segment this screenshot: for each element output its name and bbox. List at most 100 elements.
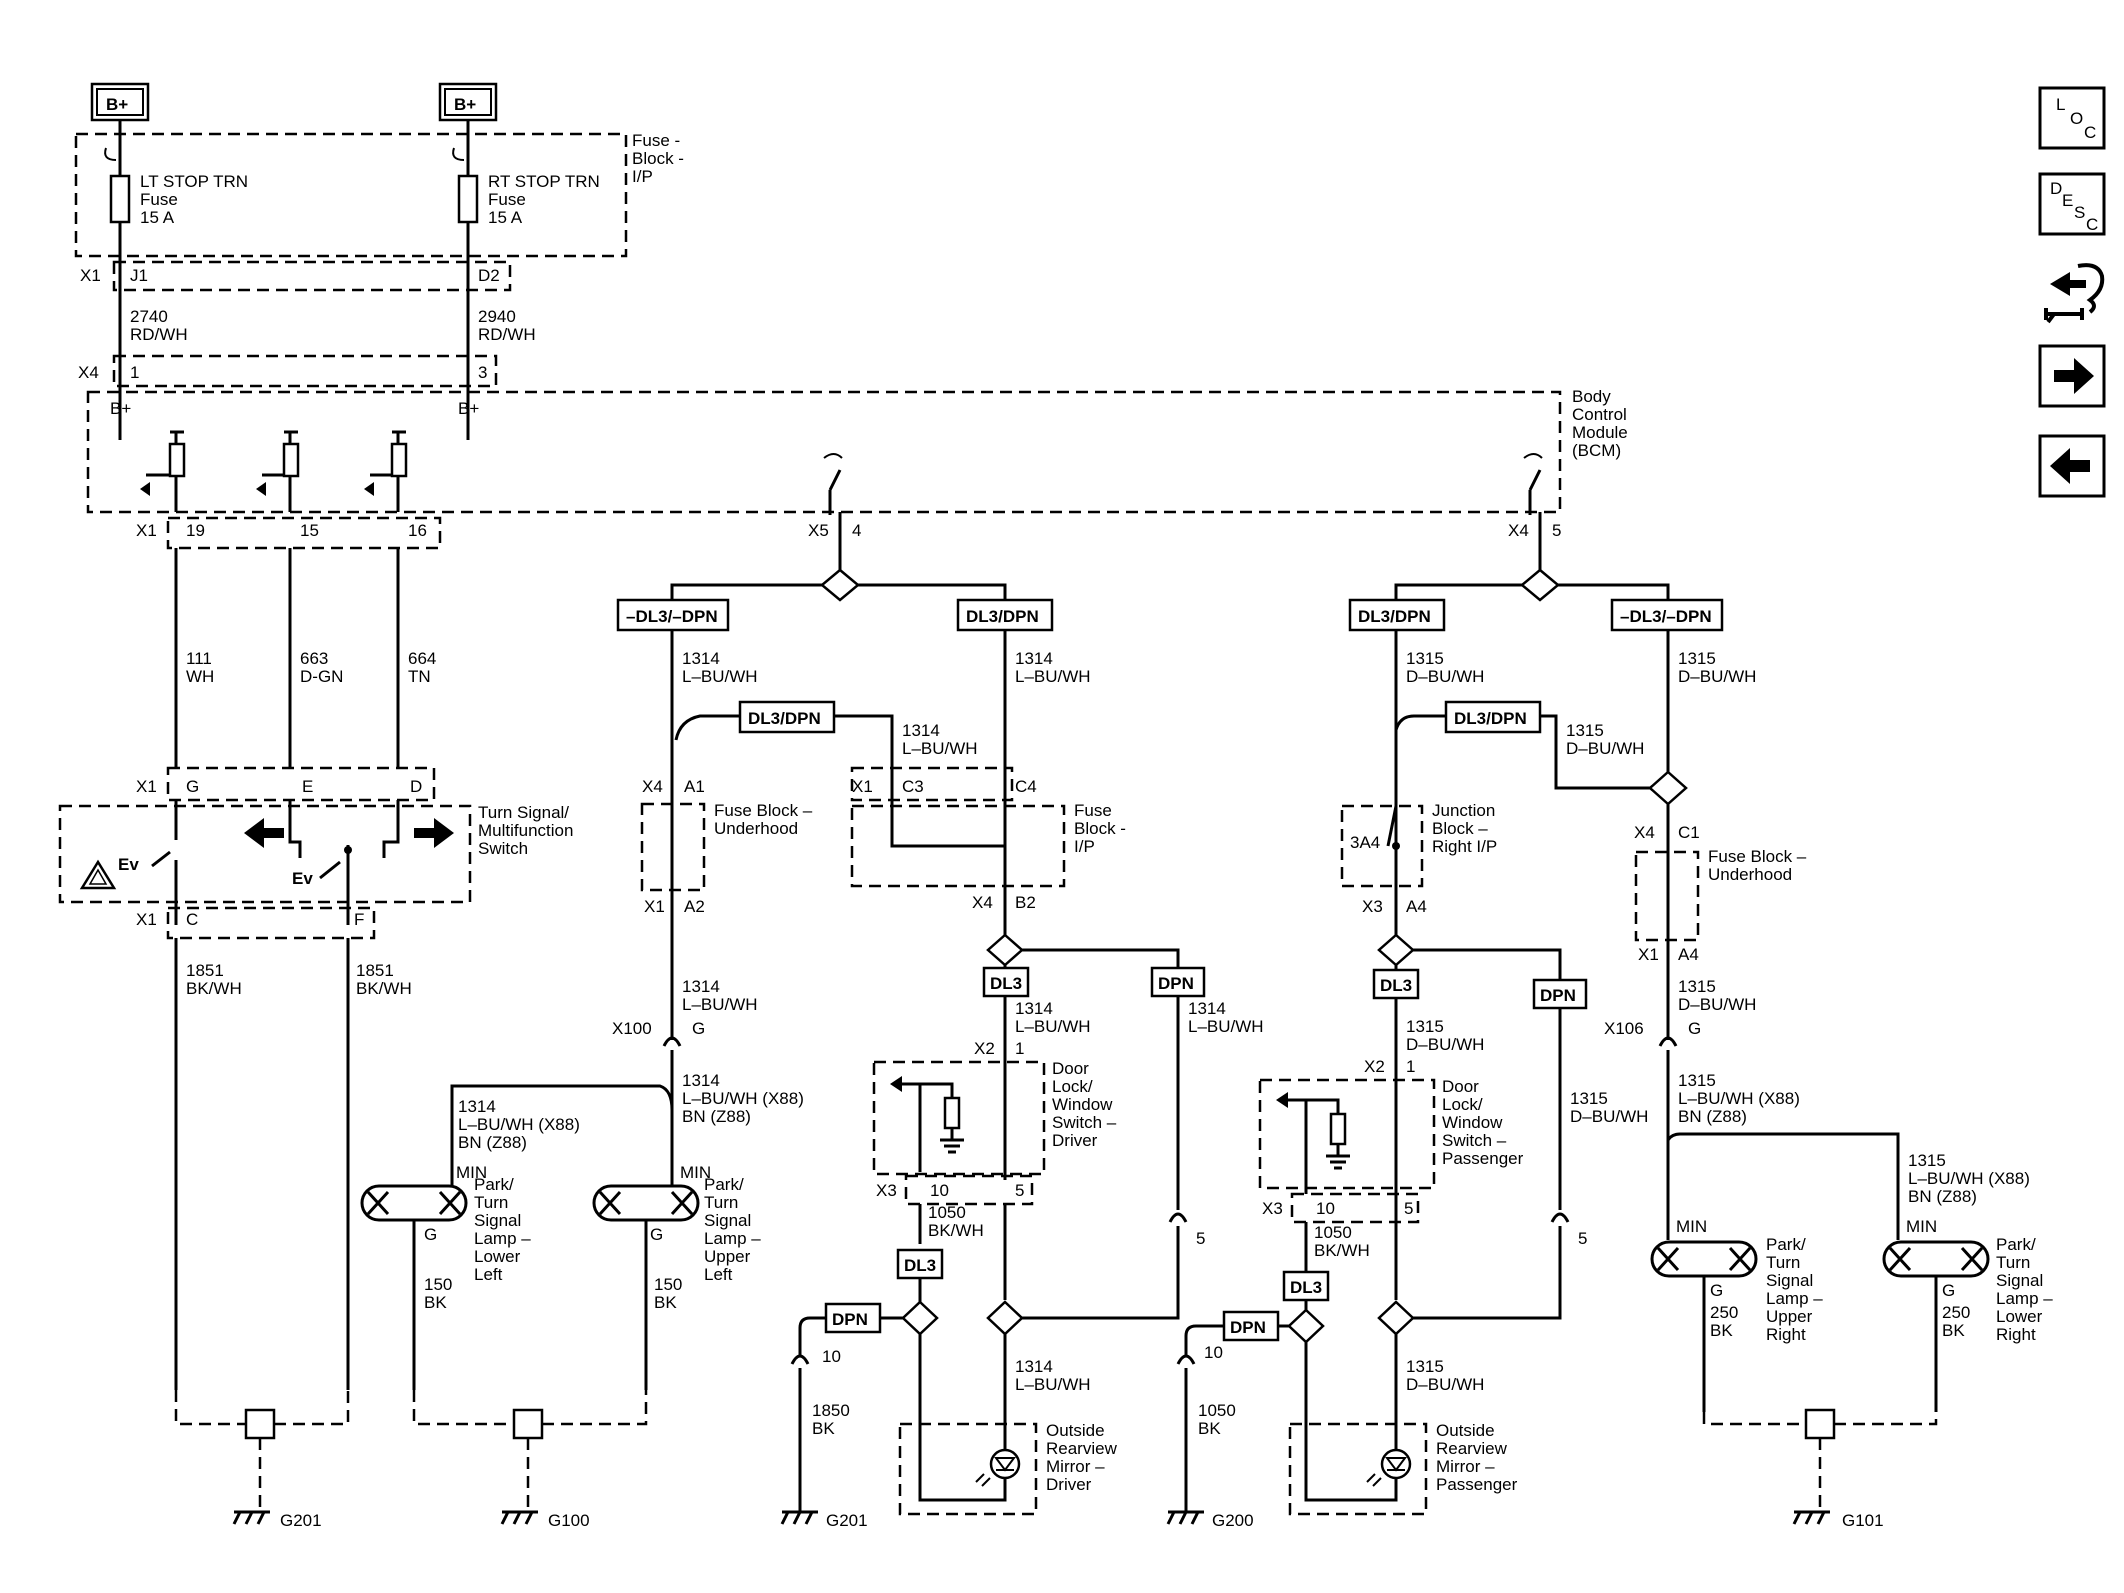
rt-fuse-label-3: 15 A	[488, 208, 523, 227]
lamp-upper-right-g: G	[1710, 1281, 1723, 1300]
body-control-module: X4 1 3 B+ B+ Body Control Module (BCM) X…	[78, 354, 1628, 550]
w1315c-num: 1315	[1566, 721, 1604, 740]
fbip-b2: B2	[1015, 893, 1036, 912]
previous-page-button[interactable]	[2038, 434, 2106, 498]
lt-fuse-label-1: LT STOP TRN	[140, 172, 248, 191]
ds-p5: 5	[1015, 1181, 1024, 1200]
arrow-left-icon	[2050, 448, 2090, 484]
w1315g-num: 1315	[1406, 1017, 1444, 1036]
w150a-num: 150	[424, 1275, 452, 1294]
bcm-output-drivers	[140, 430, 408, 512]
desc-letter-d: D	[2050, 179, 2062, 198]
lamp-lower-left-g: G	[424, 1225, 437, 1244]
splice-diamond-dpn-left	[901, 1300, 939, 1336]
door-switch-pass-5: Passenger	[1442, 1149, 1524, 1168]
fbur-name-2: Underhood	[1708, 865, 1792, 884]
w1315f-2: L–BU/WH (X88)	[1908, 1169, 2030, 1188]
mirror-led-icon-driver	[989, 1448, 1021, 1480]
w1315g-color: D–BU/WH	[1406, 1035, 1484, 1054]
bplus-label-left: B+	[106, 95, 128, 114]
ts-name-2: Multifunction	[478, 821, 573, 840]
w1315i-num: 1315	[1406, 1357, 1444, 1376]
hazard-icon	[79, 859, 117, 890]
lamp-upper-left-3: Signal	[704, 1211, 751, 1230]
min-lower-right: MIN	[1906, 1217, 1937, 1236]
door-switch-pass-2: Lock/	[1442, 1095, 1483, 1114]
x100: X100	[612, 1019, 652, 1038]
opt-dpn-right: DPN	[1540, 986, 1576, 1005]
fbip-name-1: Fuse	[1074, 801, 1112, 820]
mirror-led-icon-passenger	[1380, 1448, 1412, 1480]
lt-fuse-label-3: 15 A	[140, 208, 175, 227]
fbur-x1: X1	[1638, 945, 1659, 964]
lamp-lower-right-1: Park/	[1996, 1235, 2036, 1254]
splice-diamond-b2	[986, 933, 1024, 967]
fuse-block-ip: Fuse - Block - I/P LT STOP TRN Fuse 15 A…	[74, 120, 684, 440]
ground-g200: G200	[1212, 1511, 1254, 1530]
fbur-c1: C1	[1678, 823, 1700, 842]
ground-splice-g201-left	[244, 1408, 276, 1440]
ground-g100: G100	[548, 1511, 590, 1530]
lamp-lower-left-2: Turn	[474, 1193, 508, 1212]
fbur-name-1: Fuse Block –	[1708, 847, 1807, 866]
w1050b-color: BK	[1198, 1419, 1221, 1438]
splice-diamond-bcm-x4	[1520, 568, 1560, 602]
w150b-num: 150	[654, 1275, 682, 1294]
ground-icon-g201-mid	[780, 1510, 818, 1525]
x106: X106	[1604, 1019, 1644, 1038]
w1314h-color: L–BU/WH	[1188, 1017, 1264, 1036]
bcm-x4: X4	[78, 363, 99, 382]
fbu-name-2: Underhood	[714, 819, 798, 838]
w250b-color: BK	[1942, 1321, 1965, 1340]
lamp-lower-right-2: Turn	[1996, 1253, 2030, 1272]
x100-g: G	[692, 1019, 705, 1038]
w1315i-color: D–BU/WH	[1406, 1375, 1484, 1394]
door-switch-pass-1: Door	[1442, 1077, 1479, 1096]
connector-end-view-button[interactable]	[2038, 258, 2108, 330]
rt-fuse-label-2: Fuse	[488, 190, 526, 209]
opt-neg-right: –DL3/–DPN	[1620, 607, 1712, 626]
w2740-color: RD/WH	[130, 325, 188, 344]
w1315e-1: 1315	[1678, 1071, 1716, 1090]
mirror-pass-1: Outside	[1436, 1421, 1495, 1440]
fbip-x4: X4	[972, 893, 993, 912]
w663-color: D-GN	[300, 667, 343, 686]
w1314e-3: BN (Z88)	[458, 1133, 527, 1152]
location-button[interactable]: L O C	[2038, 86, 2106, 150]
left-lighting-circuit: –DL3/–DPN DL3/DPN 1314 L–BU/WH 1314 L–BU…	[360, 512, 1264, 1516]
w1315h-num: 1315	[1570, 1089, 1608, 1108]
fbur-x4: X4	[1634, 823, 1655, 842]
splice-diamond-c1	[1648, 770, 1688, 806]
fbip-name-3: I/P	[1074, 837, 1095, 856]
lt-fuse-label-2: Fuse	[140, 190, 178, 209]
w150a-color: BK	[424, 1293, 447, 1312]
ts-ev-1: Ev	[118, 855, 139, 874]
w1315d-num: 1315	[1678, 977, 1716, 996]
next-page-button[interactable]	[2038, 344, 2106, 408]
bcm-bplus-left: B+	[110, 399, 131, 418]
ds-x2: X2	[974, 1039, 995, 1058]
door-switch-driver-5: Driver	[1052, 1131, 1098, 1150]
option-box-dpn-left-2	[824, 1302, 882, 1334]
ground-g101: G101	[1842, 1511, 1884, 1530]
option-box-dl3-left-2	[896, 1248, 944, 1280]
bcm-x4b: X4	[1508, 521, 1529, 540]
w1314g-color: L–BU/WH	[1015, 1017, 1091, 1036]
bcm-p15: 15	[300, 521, 319, 540]
fbip-c3: C3	[902, 777, 924, 796]
description-button[interactable]: D E S C	[2038, 172, 2106, 236]
bplus-label-right: B+	[454, 95, 476, 114]
w2940-num: 2940	[478, 307, 516, 326]
ground-g201-mid: G201	[826, 1511, 868, 1530]
ds-p10: 10	[930, 1181, 949, 1200]
inline-connector-pin5-left	[1168, 1212, 1188, 1223]
desc-letter-e: E	[2062, 191, 2073, 210]
right-turn-arrow-icon	[414, 818, 454, 848]
w1314b-color: L–BU/WH	[1015, 667, 1091, 686]
option-box-pos-left	[956, 598, 1054, 632]
mirror-pass-2: Rearview	[1436, 1439, 1508, 1458]
ts-pin-f: F	[354, 910, 364, 929]
fbip-x1: X1	[852, 777, 873, 796]
splice-diamond-mirror-left	[986, 1300, 1024, 1336]
ts-name-3: Switch	[478, 839, 528, 858]
